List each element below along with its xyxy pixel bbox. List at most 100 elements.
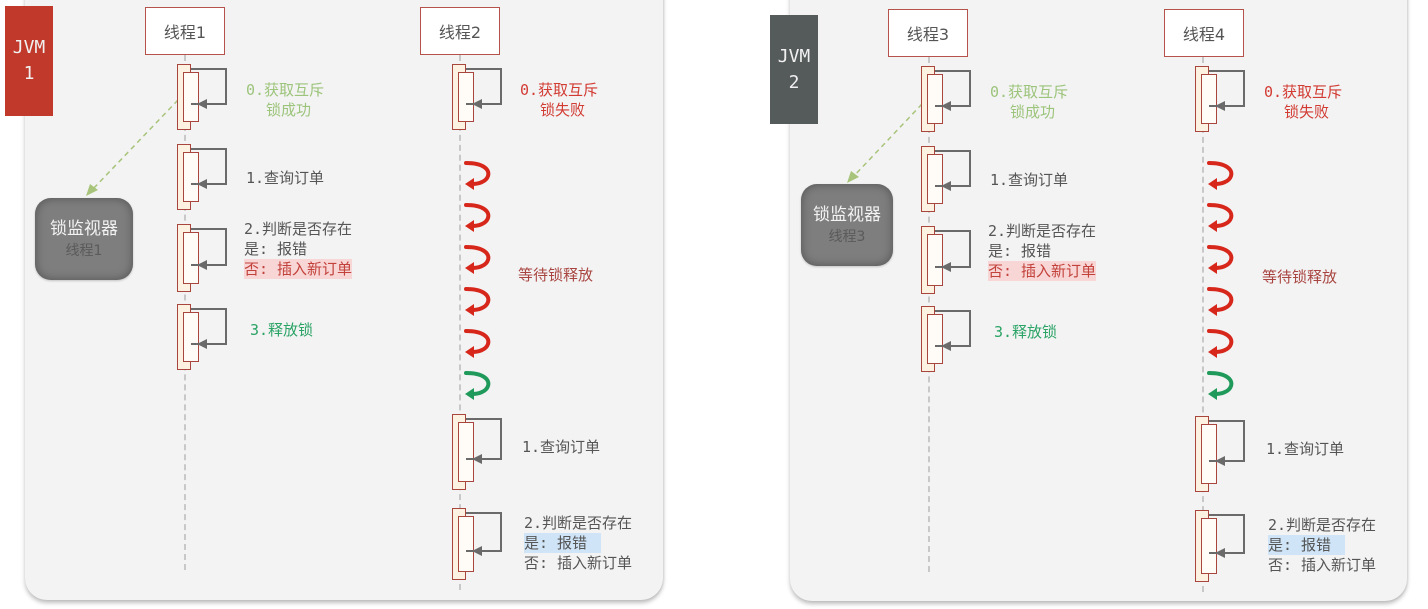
- lock-monitor-title: 锁监视器: [50, 219, 118, 239]
- thread-header-线程2: 线程2: [420, 7, 500, 55]
- arrow-head-icon: [1215, 456, 1225, 466]
- self-call-arrow: [466, 418, 502, 460]
- step-yes-row: 是: 报错: [1268, 535, 1376, 555]
- step-yes-row: 是: 报错: [244, 239, 352, 259]
- arrow-head-icon: [941, 101, 951, 111]
- step-yes: 是: 报错: [1268, 535, 1346, 555]
- step-text: 1.查询订单: [522, 438, 601, 456]
- retry-arrow-icon: [464, 161, 491, 190]
- lifeline: [1202, 57, 1204, 592]
- self-call-arrow: [935, 310, 971, 347]
- self-call-arrow: [1209, 70, 1245, 107]
- jvm-2-panel: [790, 0, 1407, 601]
- activation-bar-inner: [927, 154, 943, 204]
- step-label-3: 3.释放锁: [994, 322, 1057, 342]
- lock-monitor-1: 锁监视器 线程1: [35, 198, 133, 280]
- thread-header-线程1: 线程1: [145, 7, 225, 55]
- step-label-2: 2.判断是否存在是: 报错否: 插入新订单: [1268, 515, 1376, 575]
- arrow-head-icon: [941, 181, 951, 191]
- step-text: 1.查询订单: [990, 171, 1069, 189]
- self-call-arrow: [191, 308, 227, 345]
- activation-bar-inner: [183, 152, 199, 202]
- thread-header-线程3: 线程3: [888, 9, 968, 57]
- jvm-1-label: JVM 1: [5, 6, 53, 116]
- step-yes: 是: 报错: [988, 242, 1052, 260]
- step-text: 2.判断是否存在: [524, 514, 633, 532]
- step-text: 0.获取互斥: [1264, 83, 1343, 101]
- jvm-2-label: JVM 2: [770, 15, 818, 124]
- wait-label: 等待锁释放: [1262, 268, 1338, 286]
- step-label-2: 2.判断是否存在是: 报错否: 插入新订单: [244, 219, 353, 279]
- arrow-head-icon: [197, 339, 207, 349]
- retry-arrow-icon: [1207, 245, 1234, 274]
- activation-bar-inner: [1201, 424, 1217, 484]
- self-call-arrow: [466, 68, 502, 105]
- step-text: 0.获取互斥: [990, 83, 1069, 101]
- step-text: 0.获取互斥: [520, 81, 599, 99]
- resume-arrow-icon: [1207, 371, 1234, 400]
- arrow-head-icon: [1215, 548, 1225, 558]
- arrow-head-icon: [472, 99, 482, 109]
- activation-bar-inner: [927, 74, 943, 124]
- self-call-arrow: [935, 230, 971, 268]
- arrow-head-icon: [197, 99, 207, 109]
- step-text: 2.判断是否存在: [988, 222, 1097, 240]
- step-text: 1.查询订单: [246, 169, 325, 187]
- jvm-2-label-line2: 2: [788, 71, 800, 93]
- step-no-row: 否: 插入新订单: [988, 261, 1097, 281]
- monitor-connector-2: [847, 103, 923, 183]
- activation-bar-inner: [458, 516, 474, 572]
- step-label-2: 2.判断是否存在是: 报错否: 插入新订单: [524, 513, 632, 573]
- step-label-1: 1.查询订单: [990, 170, 1068, 190]
- self-call-arrow: [935, 150, 971, 187]
- step-label-2: 2.判断是否存在是: 报错否: 插入新订单: [988, 221, 1097, 281]
- self-call-arrow: [935, 70, 971, 107]
- step-no-row: 否: 插入新订单: [244, 259, 353, 279]
- activation-bar-inner: [927, 314, 943, 364]
- step-text: 0.获取互斥: [246, 81, 325, 99]
- lock-monitor-owner: 线程3: [828, 229, 866, 245]
- activation-bar-inner: [1201, 518, 1217, 574]
- step-text: 1.查询订单: [1266, 440, 1345, 458]
- step-label-0: 0.获取互斥锁成功: [246, 80, 324, 120]
- self-call-arrow: [466, 512, 502, 552]
- retry-arrow-icon: [1207, 161, 1234, 190]
- retry-arrow-icon: [464, 203, 491, 232]
- step-text-cont: 锁成功: [266, 101, 312, 119]
- retry-arrow-icon: [1207, 287, 1234, 316]
- arrow-head-icon: [197, 260, 207, 270]
- step-text: 3.释放锁: [994, 323, 1058, 341]
- resume-arrow-icon: [464, 371, 491, 400]
- step-yes: 是: 报错: [524, 533, 602, 553]
- step-text-cont: 锁成功: [1010, 103, 1056, 121]
- step-text-cont: 锁失败: [1284, 103, 1330, 121]
- jvm-1-panel: [25, 0, 663, 600]
- activation-bar-inner: [927, 234, 943, 286]
- lock-monitor-2: 锁监视器 线程3: [801, 184, 893, 266]
- self-call-arrow: [1209, 514, 1245, 554]
- arrowhead-icon: [86, 184, 98, 196]
- self-call-arrow: [191, 68, 227, 105]
- arrow-head-icon: [197, 179, 207, 189]
- step-text: 2.判断是否存在: [244, 220, 353, 238]
- monitor-connector-1: [86, 99, 179, 196]
- self-call-arrow: [1209, 420, 1245, 462]
- thread-header-线程4: 线程4: [1164, 9, 1244, 57]
- step-label-0: 0.获取互斥锁失败: [520, 80, 598, 120]
- step-text: 3.释放锁: [250, 321, 314, 339]
- step-label-3: 3.释放锁: [250, 320, 313, 340]
- lifeline: [459, 55, 461, 590]
- step-no: 否: 插入新订单: [524, 554, 633, 572]
- step-label-0: 0.获取互斥锁失败: [1264, 82, 1342, 122]
- step-text: 2.判断是否存在: [1268, 516, 1377, 534]
- arrow-head-icon: [472, 546, 482, 556]
- step-label-1: 1.查询订单: [246, 168, 324, 188]
- step-yes-row: 是: 报错: [988, 241, 1096, 261]
- self-call-arrow: [191, 228, 227, 266]
- step-text-cont: 锁失败: [540, 101, 586, 119]
- lock-monitor-owner: 线程1: [65, 243, 103, 259]
- wait-label: 等待锁释放: [518, 266, 594, 284]
- activation-bar-inner: [1201, 74, 1217, 124]
- arrow-head-icon: [941, 262, 951, 272]
